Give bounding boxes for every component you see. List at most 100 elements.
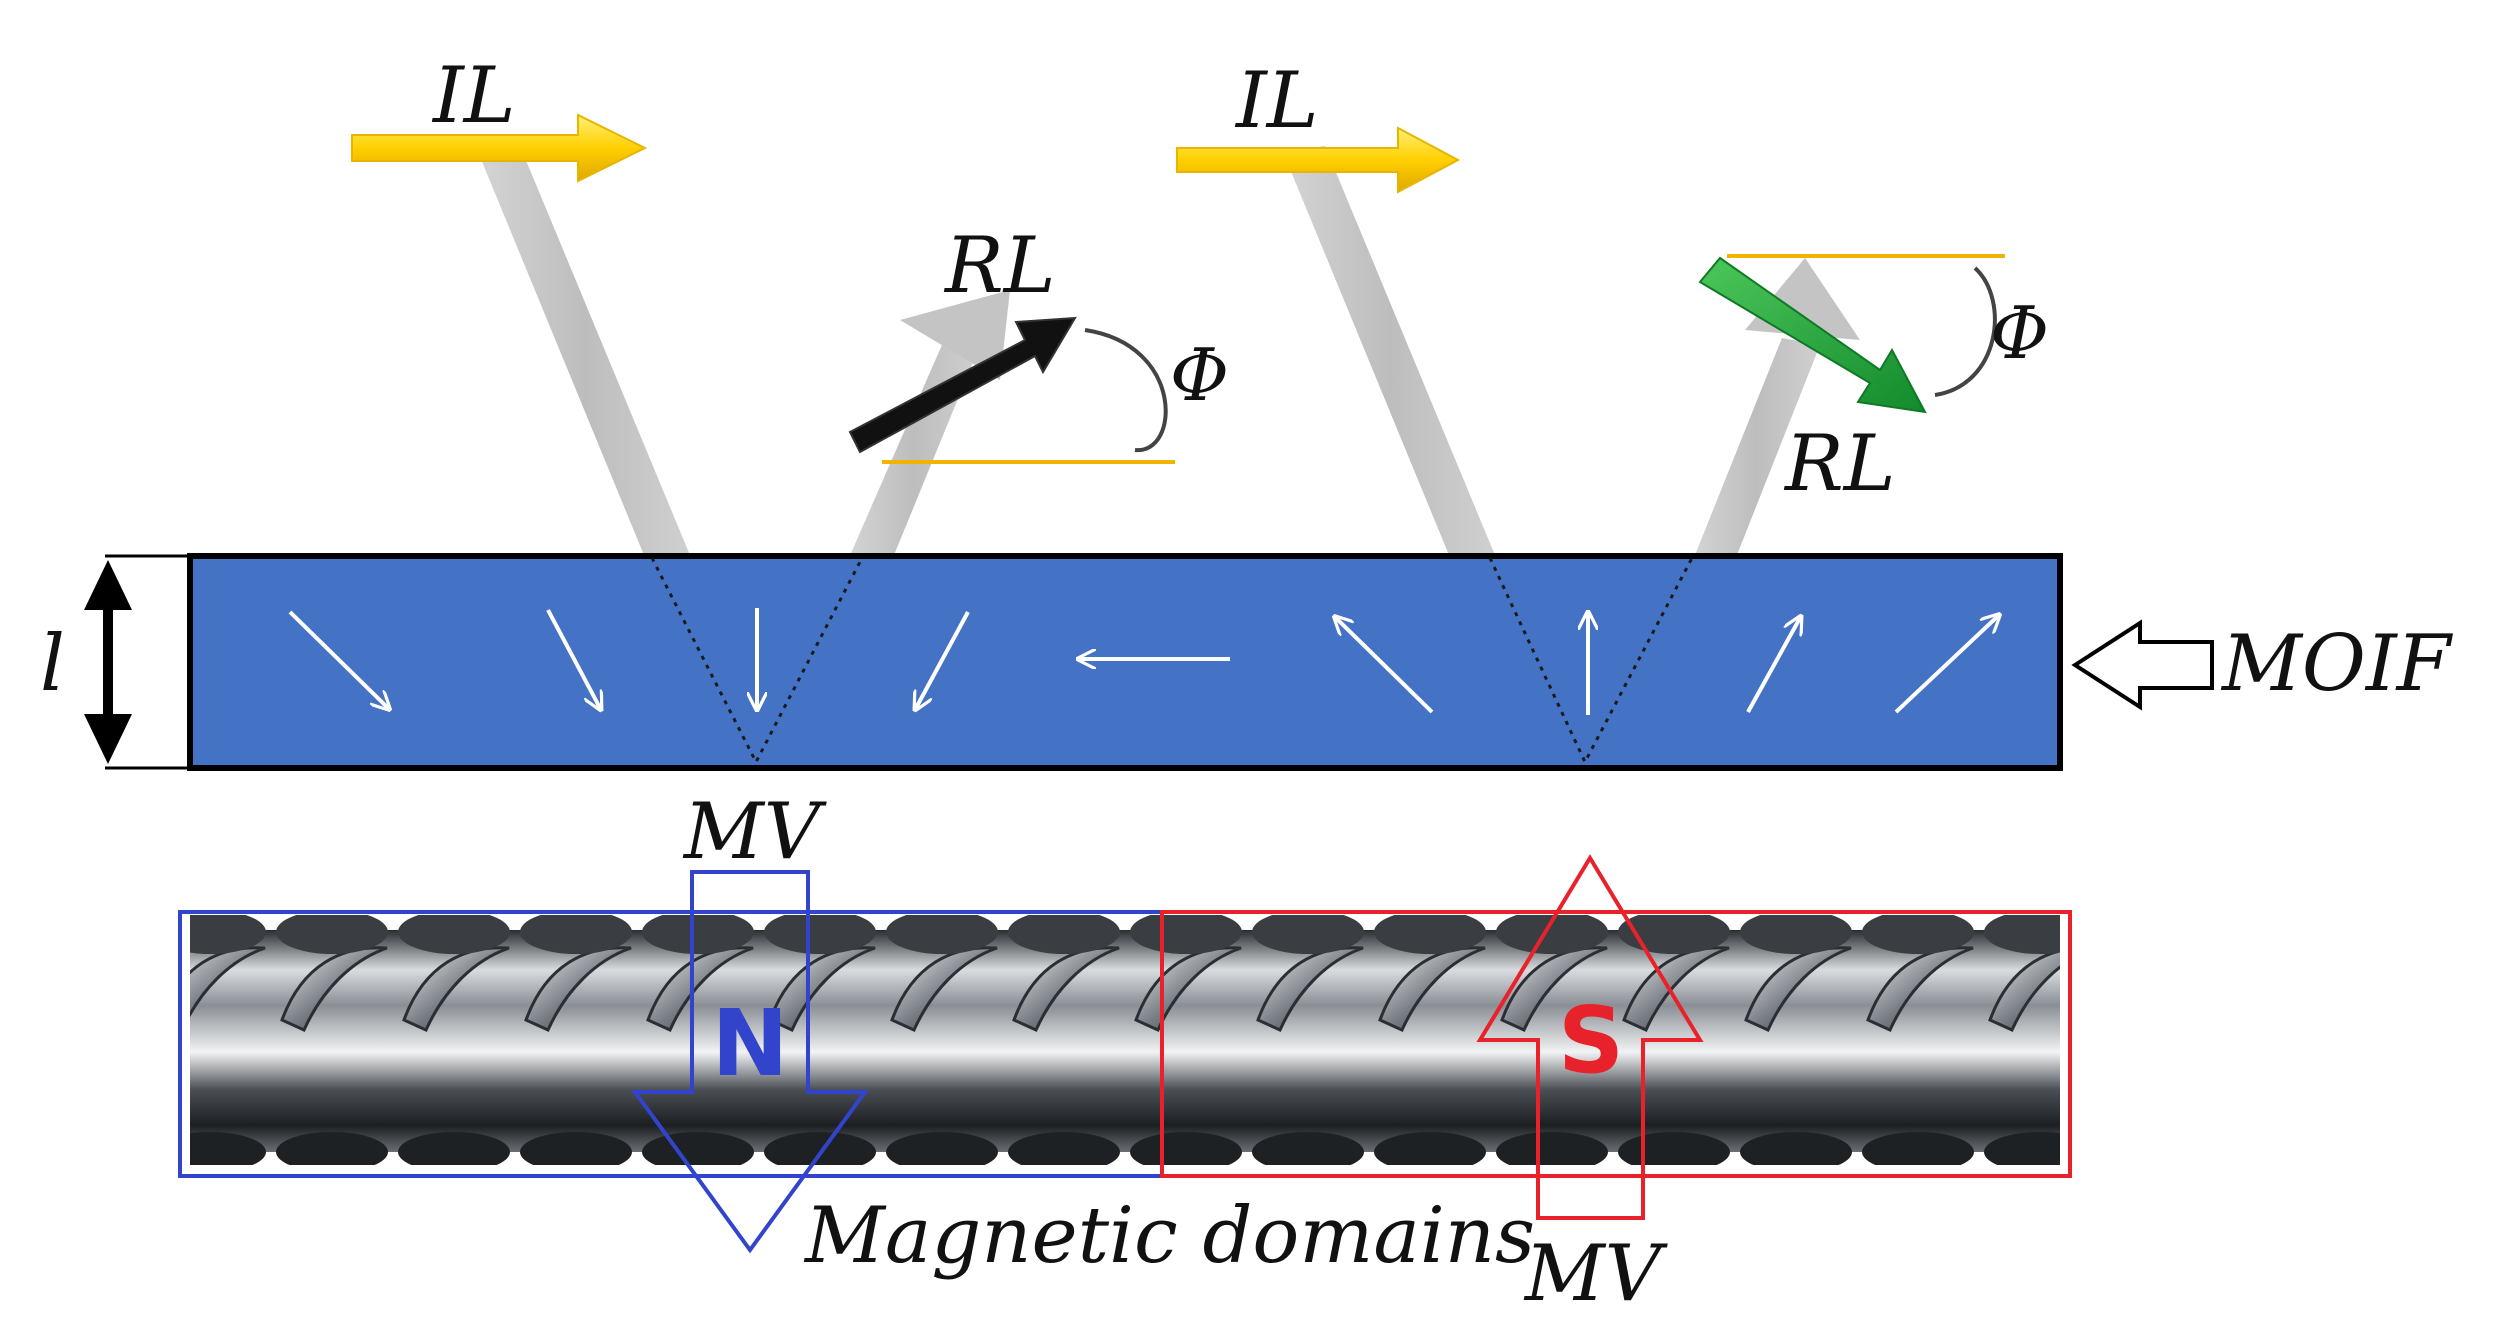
mv-top-label: MV xyxy=(682,787,827,877)
rebar-top-bump xyxy=(190,915,266,954)
incident-light-left-label: IL xyxy=(431,51,516,141)
rebar-rib xyxy=(2112,948,2217,1030)
rebar-top-bump xyxy=(886,915,998,954)
rebar-bottom-bump xyxy=(1740,1132,1852,1165)
rebar-top-bump xyxy=(1252,915,1364,954)
angle-arc-right xyxy=(1934,266,1997,397)
rebar-bottom-bump xyxy=(1862,1132,1974,1165)
film-body xyxy=(187,553,2063,771)
rebar-bottom-bump xyxy=(520,1132,632,1165)
incident-beam-left xyxy=(478,146,692,560)
rebar-rib xyxy=(1012,946,1120,1032)
moif-film xyxy=(187,553,2063,771)
rebar-bottom-bump xyxy=(1984,1132,2060,1165)
up-arrow-icon xyxy=(1476,854,1704,1220)
reflected-beam-left-head xyxy=(900,290,1010,380)
rebar-bottom-bump xyxy=(642,1132,754,1165)
rebar-bottom-bump xyxy=(190,1132,266,1165)
down-arrow-icon xyxy=(631,870,869,1254)
incident-beam-right xyxy=(1283,146,1497,560)
moif-label: MOIF xyxy=(2220,619,2454,709)
rebar-rib xyxy=(1378,946,1486,1032)
domain-arrows xyxy=(288,608,1998,715)
reflected-light-right: Φ RL xyxy=(1698,254,2049,509)
domain-arrow-1 xyxy=(288,610,388,708)
rebar-bottom-bump xyxy=(1130,1132,1242,1165)
angle-left-label: Φ xyxy=(1170,333,1229,417)
moif-pointer: MOIF xyxy=(2071,619,2454,711)
south-domain-box xyxy=(1160,910,2072,1178)
light-beams xyxy=(478,146,1860,560)
rebar-top-bump xyxy=(764,915,876,954)
rebar-top-bump xyxy=(1496,915,1608,954)
domain-arrow-2 xyxy=(546,609,600,708)
rebar-top-bump xyxy=(276,915,388,954)
rebar-rib xyxy=(1744,946,1852,1032)
reflected-light-left-label: RL xyxy=(943,221,1056,311)
rebar-bottom-bump xyxy=(1008,1132,1120,1165)
rebar-bottom-bump xyxy=(1252,1132,1364,1165)
south-pole-label: S xyxy=(1558,987,1624,1094)
rebar-body xyxy=(190,930,2060,1152)
south-mv-arrow: S MV xyxy=(1476,854,1704,1319)
rebar-rib xyxy=(280,946,388,1032)
rebar-bottom-bump xyxy=(398,1132,510,1165)
rebar-top-bump xyxy=(398,915,510,954)
rebar-bumps xyxy=(190,910,2218,1172)
rebar-top-bump xyxy=(2106,910,2218,954)
reflected-beam-right xyxy=(1693,338,1820,560)
rebar-rib xyxy=(1622,946,1730,1032)
rebar-top-bump xyxy=(642,915,754,954)
rebar-bottom-bump xyxy=(1374,1132,1486,1165)
rebar-bottom-bump xyxy=(2106,1132,2218,1172)
angle-right-label: Φ xyxy=(1990,291,2049,375)
rebar-rib xyxy=(890,946,998,1032)
rebar-top-bump xyxy=(1984,915,2060,954)
angle-arc-left xyxy=(1084,328,1168,453)
incident-light-left: IL xyxy=(351,51,648,183)
thickness-indicator: l xyxy=(40,554,190,770)
mv-bottom-label: MV xyxy=(1523,1229,1668,1319)
rebar-bottom-bump xyxy=(276,1132,388,1165)
rebar-top-bump xyxy=(1008,915,1120,954)
rebar-bottom-bump xyxy=(1496,1132,1608,1165)
rebar-top-bump xyxy=(1740,915,1852,954)
rebar-rib xyxy=(1256,946,1364,1032)
rebar-rib xyxy=(190,946,266,1018)
incident-light-right-label: IL xyxy=(1234,56,1319,146)
reflected-beam-left xyxy=(848,338,980,560)
rebar-bottom-bump xyxy=(1618,1132,1730,1165)
domain-arrow-6 xyxy=(1336,618,1434,714)
domain-arrow-9 xyxy=(1894,616,1998,714)
double-headed-arrow-icon xyxy=(84,560,132,764)
rebar-rib xyxy=(1500,946,1608,1032)
north-pole-label: N xyxy=(712,990,789,1097)
reflected-light-left: RL Φ xyxy=(848,221,1229,464)
rebar-rib xyxy=(402,946,510,1032)
hollow-left-arrow-icon xyxy=(2071,619,2214,711)
rebar-rib xyxy=(524,946,632,1032)
rebar-top-bump xyxy=(1130,915,1242,954)
incident-light-right: IL xyxy=(1176,56,1461,194)
incident-arrow-left-icon xyxy=(351,113,648,183)
rebar-bottom-bump xyxy=(886,1132,998,1165)
rebar-top-bump xyxy=(1862,915,1974,954)
light-path-left xyxy=(650,557,864,766)
rebar-top-bump xyxy=(1618,915,1730,954)
rl-right-arrow-icon xyxy=(1698,256,1927,414)
reflected-light-right-label: RL xyxy=(1783,419,1896,509)
rl-left-arrow-icon xyxy=(848,316,1077,454)
thickness-label: l xyxy=(40,619,65,709)
incident-arrow-right-icon xyxy=(1176,126,1461,194)
domain-arrow-8 xyxy=(1746,618,1800,713)
rebar-rib xyxy=(1988,949,2060,1032)
rebar-bottom-bump xyxy=(764,1132,876,1165)
magnetic-domains-label: Magnetic domains xyxy=(803,1191,1535,1281)
rebar-rib xyxy=(1866,946,1974,1032)
north-mv-arrow: N MV xyxy=(631,787,869,1254)
domain-arrow-4 xyxy=(916,611,970,708)
rebar-top-bump xyxy=(1374,915,1486,954)
rebar-rib xyxy=(646,946,754,1032)
rebar-top-bump xyxy=(520,915,632,954)
